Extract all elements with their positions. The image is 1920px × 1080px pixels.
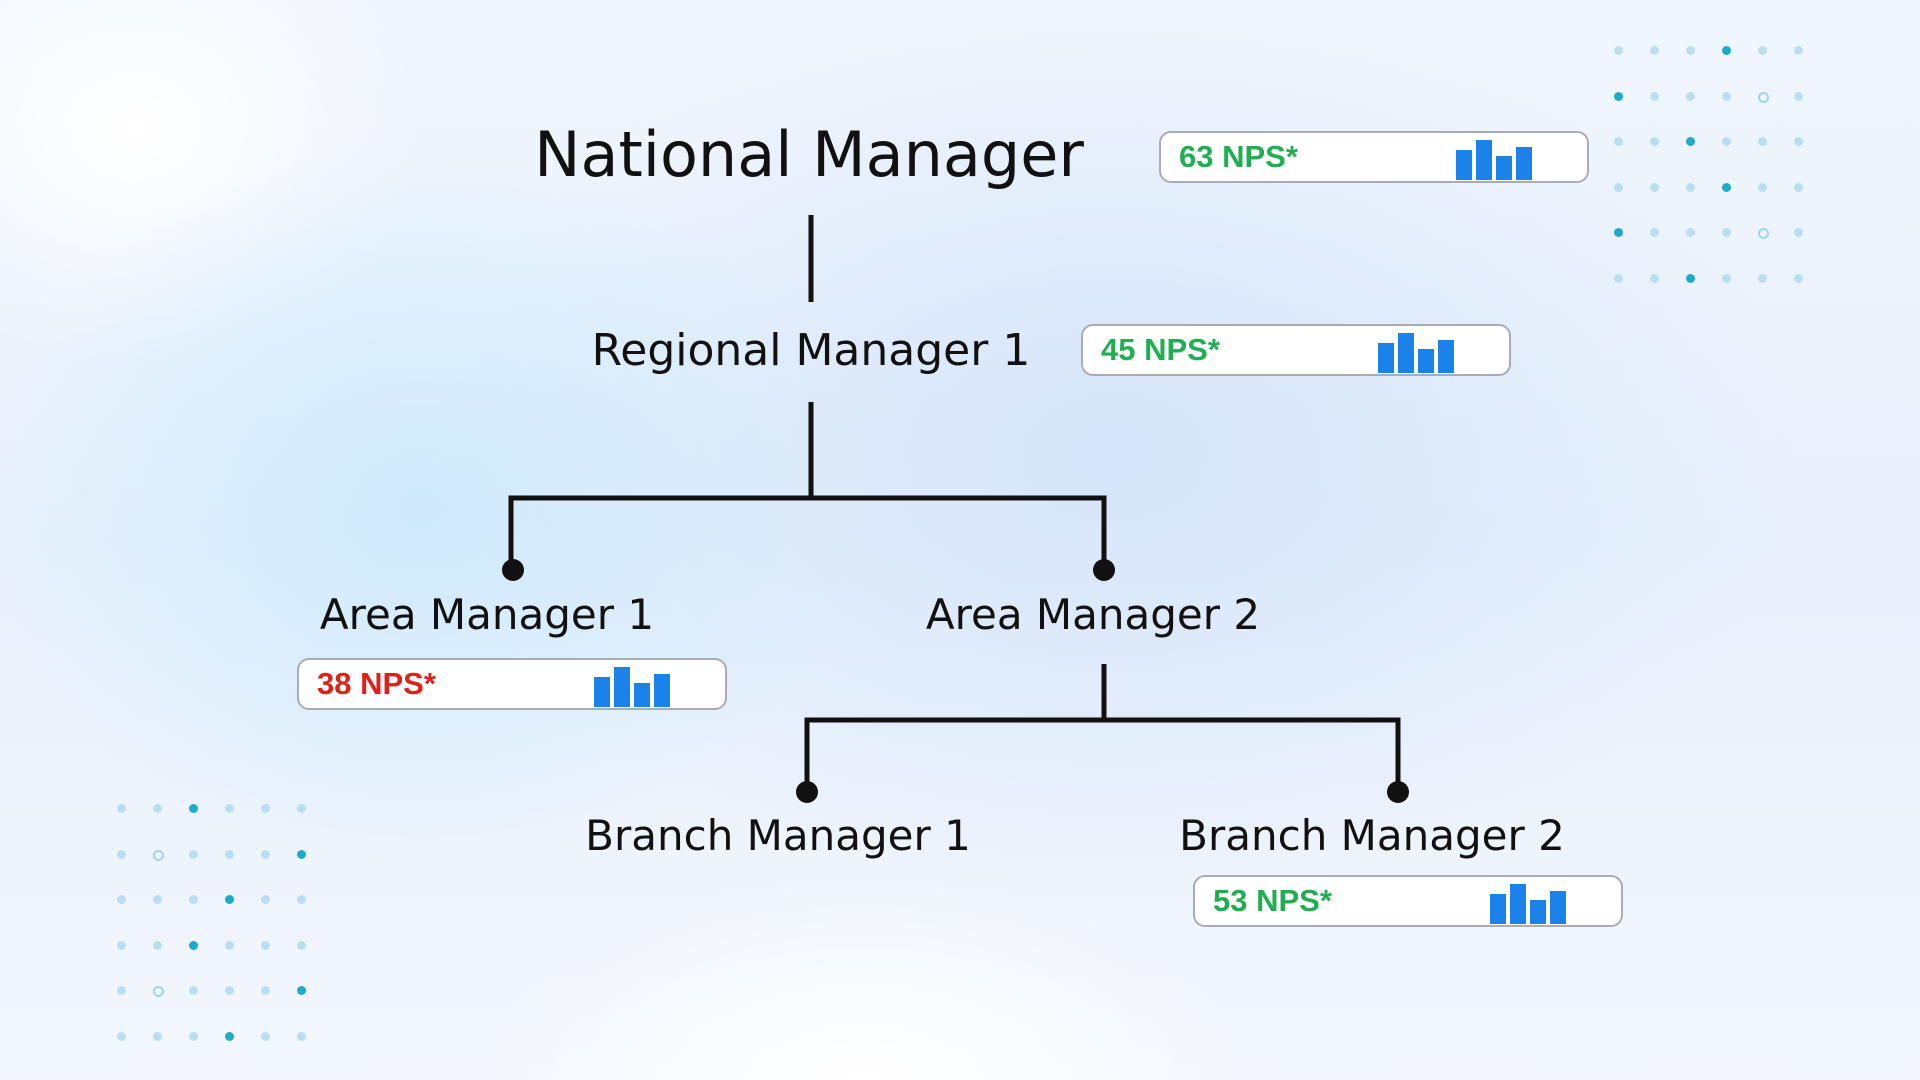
node-title-regional-manager: Regional Manager 1: [591, 325, 1031, 376]
decorative-dot: [225, 986, 234, 995]
decorative-dot: [1758, 91, 1769, 103]
decorative-dot: [1686, 46, 1695, 55]
nps-badge-national: 63 NPS*: [1159, 131, 1589, 183]
decorative-dot: [261, 940, 270, 950]
decorative-dot: [1722, 182, 1731, 192]
node-title-branch-manager-1: Branch Manager 1: [585, 811, 971, 860]
nps-badge-area-1: 38 NPS*: [297, 658, 727, 710]
decorative-dot: [261, 895, 270, 904]
decorative-dot: [1614, 137, 1623, 146]
nps-score-regional: 45 NPS*: [1101, 332, 1220, 367]
decorative-dot: [297, 849, 306, 859]
decorative-dot: [1614, 46, 1623, 55]
decorative-dot: [1758, 46, 1767, 55]
bar-chart-icon: [594, 667, 672, 707]
decorative-dot: [1686, 228, 1695, 237]
decorative-dot: [189, 895, 198, 904]
decorative-dot: [1722, 228, 1731, 237]
node-title-area-manager-2: Area Manager 2: [925, 590, 1261, 639]
decorative-dot: [1794, 46, 1803, 55]
decorative-dot: [1758, 182, 1767, 192]
decorative-dot: [117, 1031, 126, 1041]
decorative-dot: [1614, 273, 1623, 283]
nps-badge-regional: 45 NPS*: [1081, 324, 1511, 376]
decorative-dot: [117, 849, 126, 859]
nps-score-area-1: 38 NPS*: [317, 666, 436, 701]
bar-chart-icon: [1490, 884, 1568, 924]
nps-score-national: 63 NPS*: [1179, 139, 1298, 174]
decorative-dot: [153, 849, 164, 861]
decorative-dot: [1794, 91, 1803, 101]
decorative-dot: [1614, 228, 1623, 237]
decorative-dot: [153, 895, 162, 904]
nps-badge-branch-2: 53 NPS*: [1193, 875, 1623, 927]
decorative-dot: [297, 940, 306, 950]
decorative-dot: [261, 1031, 270, 1041]
decorative-dot: [1794, 182, 1803, 192]
connector-node-area-2: [1093, 559, 1115, 581]
decorative-dot: [1686, 182, 1695, 192]
connector-node-area-1: [502, 559, 524, 581]
node-title-branch-manager-2: Branch Manager 2: [1179, 811, 1565, 860]
decorative-dot: [261, 986, 270, 995]
decorative-dot: [117, 986, 126, 995]
decorative-dot: [261, 849, 270, 859]
decorative-dot: [189, 1031, 198, 1041]
decorative-dot: [117, 895, 126, 904]
decorative-dot: [1722, 273, 1731, 283]
decorative-dot: [1758, 273, 1767, 283]
decorative-dot: [1614, 182, 1623, 192]
decorative-dot: [153, 986, 164, 997]
decorative-dot: [189, 986, 198, 995]
nps-score-branch-2: 53 NPS*: [1213, 883, 1332, 918]
decorative-dot: [1722, 137, 1731, 146]
connector-area2-branches: [804, 717, 1401, 792]
decorative-dot: [261, 804, 270, 813]
decorative-dot: [1686, 91, 1695, 101]
decorative-dot: [1650, 182, 1659, 192]
decorative-dot: [1650, 228, 1659, 237]
decorative-dot: [297, 986, 306, 995]
decorative-dot: [297, 804, 306, 813]
decorative-dot: [1722, 91, 1731, 101]
decorative-dot: [1794, 137, 1803, 146]
decorative-dot: [1650, 273, 1659, 283]
decorative-dot: [1614, 91, 1623, 101]
decorative-dot: [225, 1031, 234, 1041]
decorative-dot: [225, 895, 234, 904]
decorative-dot: [1686, 137, 1695, 146]
decorative-dot: [117, 804, 126, 813]
decorative-dot: [225, 849, 234, 859]
bar-chart-icon: [1378, 333, 1456, 373]
decorative-dot: [297, 895, 306, 904]
decorative-dot: [1650, 46, 1659, 55]
decorative-dot: [1758, 228, 1769, 239]
decorative-dot: [225, 804, 234, 813]
decorative-dot: [225, 940, 234, 950]
decorative-dot: [1758, 137, 1767, 146]
decorative-dot: [1794, 228, 1803, 237]
decorative-dot: [117, 940, 126, 950]
decorative-dot: [1650, 137, 1659, 146]
decorative-dot: [153, 1031, 162, 1041]
bar-chart-icon: [1456, 140, 1534, 180]
decorative-dot: [189, 940, 198, 950]
decorative-dot: [1722, 46, 1731, 55]
connector-regional-areas: [508, 495, 1107, 570]
decorative-dot: [297, 1031, 306, 1041]
decorative-dot: [153, 804, 162, 813]
connector-node-branch-2: [1387, 781, 1409, 803]
decorative-dot: [1650, 91, 1659, 101]
node-title-area-manager-1: Area Manager 1: [319, 590, 655, 639]
decorative-dot: [1686, 273, 1695, 283]
decorative-dot: [189, 804, 198, 813]
node-title-national-manager: National Manager: [534, 118, 1084, 191]
decorative-dot: [1794, 273, 1803, 283]
decorative-dot: [153, 940, 162, 950]
decorative-dot: [189, 849, 198, 859]
connector-node-branch-1: [796, 781, 818, 803]
